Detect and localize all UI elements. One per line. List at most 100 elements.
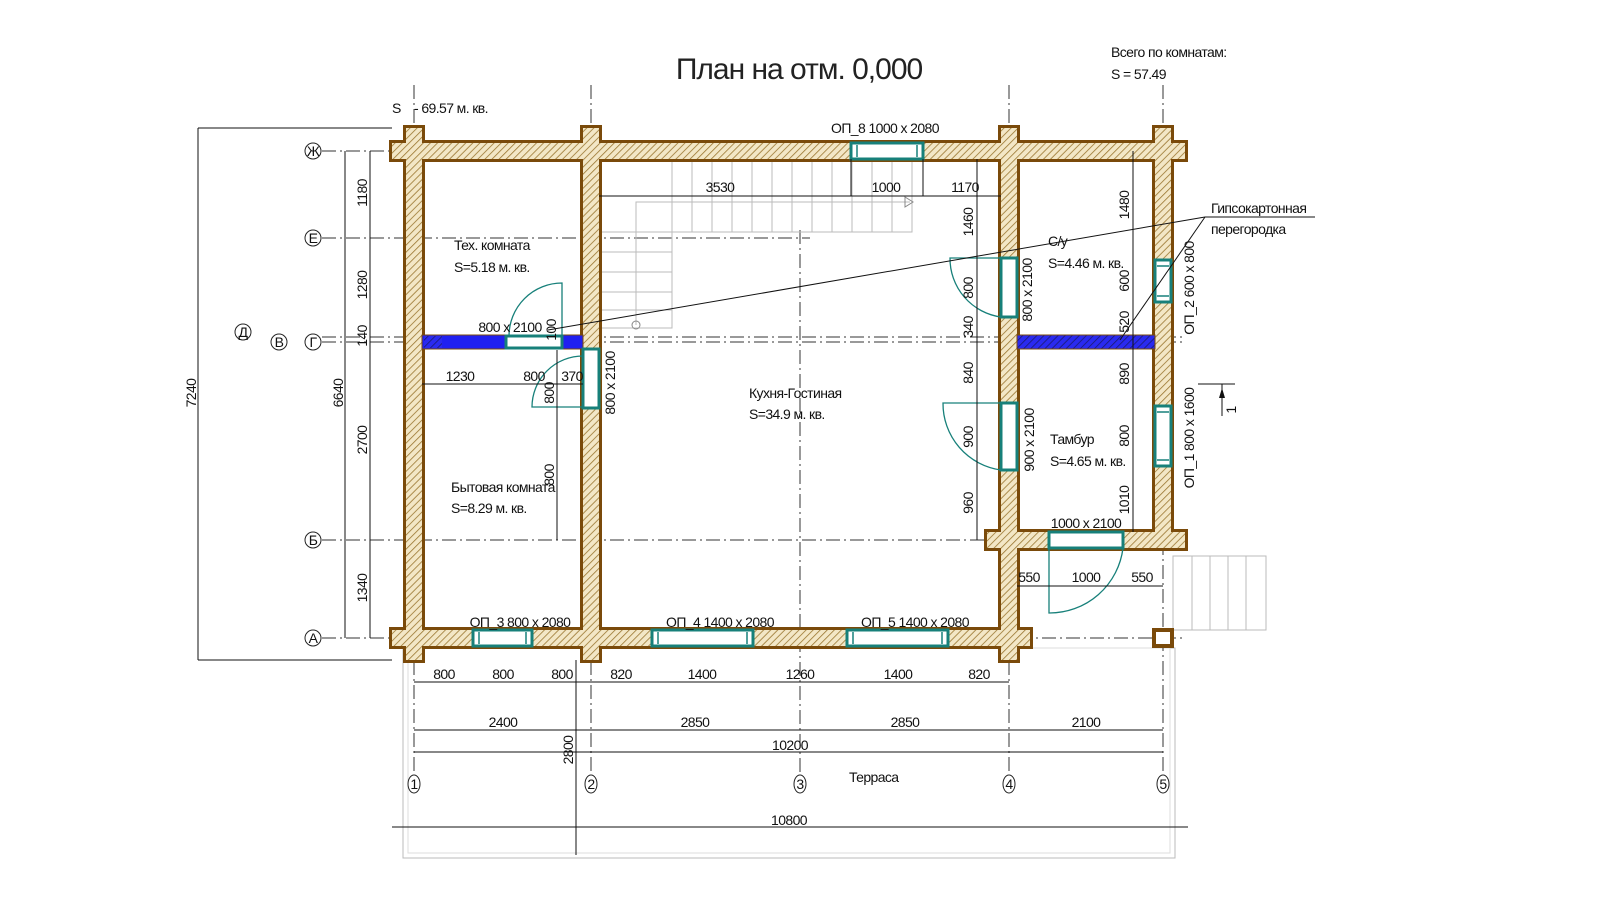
dimension-label: 2700: [354, 425, 370, 455]
room-name: С/у: [1048, 233, 1068, 249]
room-area: S=4.46 м. кв.: [1048, 255, 1124, 271]
window-op4: [650, 628, 755, 648]
axis-label-5: 5: [1159, 776, 1167, 792]
section-label: 1: [1223, 406, 1239, 414]
opening-label: ОП_1 800 x 1600: [1181, 387, 1197, 489]
opening-label: ОП_5 1400 x 2080: [861, 614, 970, 630]
opening-label: ОП_2 600 x 800: [1181, 240, 1197, 334]
room-name: Тамбур: [1050, 431, 1095, 447]
axis-label-2: 2: [587, 776, 595, 792]
doors: [504, 256, 1125, 614]
dimension-label: 3530: [706, 179, 736, 195]
dimension-label: 820: [968, 666, 990, 682]
dimension-label: 550: [1018, 569, 1040, 585]
dimension-label: 520: [1116, 310, 1132, 332]
door-tambour: [999, 401, 1019, 472]
terrace-label: Терраса: [849, 769, 899, 785]
dimension-label: 800: [551, 666, 573, 682]
axis-label-zh: Ж: [307, 143, 320, 159]
rooms-total-value: S = 57.49: [1111, 66, 1167, 82]
axis-label-b: Б: [309, 532, 318, 548]
total-area-value: - 69.57 м. кв.: [414, 100, 488, 116]
dimension-labels: 800 800 800 820 1400 1260 1400 820 2400 …: [183, 178, 1154, 828]
dimension-label: 7240: [183, 378, 199, 408]
dimension-label: 2800: [560, 735, 576, 765]
dimension-label: 2100: [1072, 714, 1102, 730]
door-living: [581, 347, 601, 410]
opening-label: ОП_8 1000 x 2080: [831, 120, 940, 136]
window-op2: [1153, 258, 1173, 304]
dimension-label: 140: [354, 324, 370, 346]
dimension-label: 1280: [354, 270, 370, 300]
dimension-label: 6640: [330, 378, 346, 408]
dimension-label: 800: [492, 666, 514, 682]
room-name: Кухня-Гостиная: [749, 385, 842, 401]
window-op1: [1153, 404, 1173, 468]
dimension-label: 2400: [489, 714, 519, 730]
opening-label: 900 x 2100: [1021, 408, 1037, 472]
opening-label: 800 x 2100: [602, 351, 618, 415]
windows: [471, 141, 1173, 648]
dimension-label: 1000: [1072, 569, 1102, 585]
door-wc: [999, 256, 1019, 319]
dimension-label: 2850: [891, 714, 921, 730]
axis-label-v: В: [275, 334, 284, 350]
room-name: Тех. комната: [454, 237, 531, 253]
dimension-label: 1010: [1116, 485, 1132, 515]
dimension-label: 1460: [960, 207, 976, 237]
callout-line2: перегородка: [1211, 221, 1286, 237]
dimension-label: 550: [1131, 569, 1153, 585]
dimension-label: 960: [960, 491, 976, 513]
door-entry: [1047, 530, 1125, 550]
opening-labels: ОП_8 1000 x 2080 ОП_3 800 x 2080 ОП_4 14…: [470, 120, 1197, 630]
window-op5: [845, 628, 950, 648]
dimension-label: 1400: [884, 666, 914, 682]
rooms-total-label: Всего по комнатам:: [1111, 44, 1227, 60]
dimension-label: 820: [610, 666, 632, 682]
axis-label-e: Е: [309, 230, 318, 246]
room-area: S=34.9 м. кв.: [749, 406, 825, 422]
opening-label: 800 x 2100: [1019, 258, 1035, 322]
dimension-label: 890: [1116, 362, 1132, 384]
dimension-label: 600: [1116, 269, 1132, 291]
room-labels: Тех. комната S=5.18 м. кв. Бытовая комна…: [451, 233, 1126, 785]
total-area-symbol: S: [392, 100, 401, 116]
dimension-label: 10800: [771, 812, 808, 828]
dimension-label: 10200: [772, 737, 809, 753]
dimension-label: 800: [541, 463, 557, 485]
dimension-label: 1400: [688, 666, 718, 682]
room-area: S=4.65 м. кв.: [1050, 453, 1126, 469]
dimension-label: 800: [541, 381, 557, 403]
axis-label-d: Д: [239, 324, 249, 340]
callout-line1: Гипсокартонная: [1211, 200, 1306, 216]
opening-label: 800 x 2100: [478, 319, 542, 335]
door-tech-room: [504, 334, 564, 350]
dimension-label: 1260: [786, 666, 816, 682]
dimension-label: 800: [433, 666, 455, 682]
dimension-label: 340: [960, 315, 976, 337]
dimension-label: 840: [960, 361, 976, 383]
plan-title: План на отм. 0,000: [676, 53, 923, 86]
axis-label-1: 1: [410, 776, 418, 792]
opening-label: ОП_4 1400 x 2080: [666, 614, 775, 630]
room-area: S=8.29 м. кв.: [451, 500, 527, 516]
dimension-lines: [197, 127, 1315, 855]
dimension-label: 1000: [872, 179, 902, 195]
dimension-label: 370: [561, 368, 583, 384]
entry-steps: [1172, 555, 1267, 631]
dimension-label: 1230: [446, 368, 476, 384]
opening-label: 1000 x 2100: [1051, 515, 1122, 531]
dimension-label: 800: [523, 368, 545, 384]
dimension-label: 800: [960, 276, 976, 298]
section-mark: 1: [1198, 383, 1239, 416]
opening-label: ОП_3 800 x 2080: [470, 614, 572, 630]
axis-label-a: А: [309, 630, 319, 646]
dimension-label: 800: [1116, 424, 1132, 446]
window-op3: [471, 628, 534, 648]
staircase: [600, 158, 914, 330]
room-name: Бытовая комната: [451, 479, 556, 495]
dimension-label: 1340: [354, 573, 370, 603]
axis-label-4: 4: [1005, 776, 1013, 792]
window-op8: [849, 141, 925, 161]
room-area: S=5.18 м. кв.: [454, 259, 530, 275]
